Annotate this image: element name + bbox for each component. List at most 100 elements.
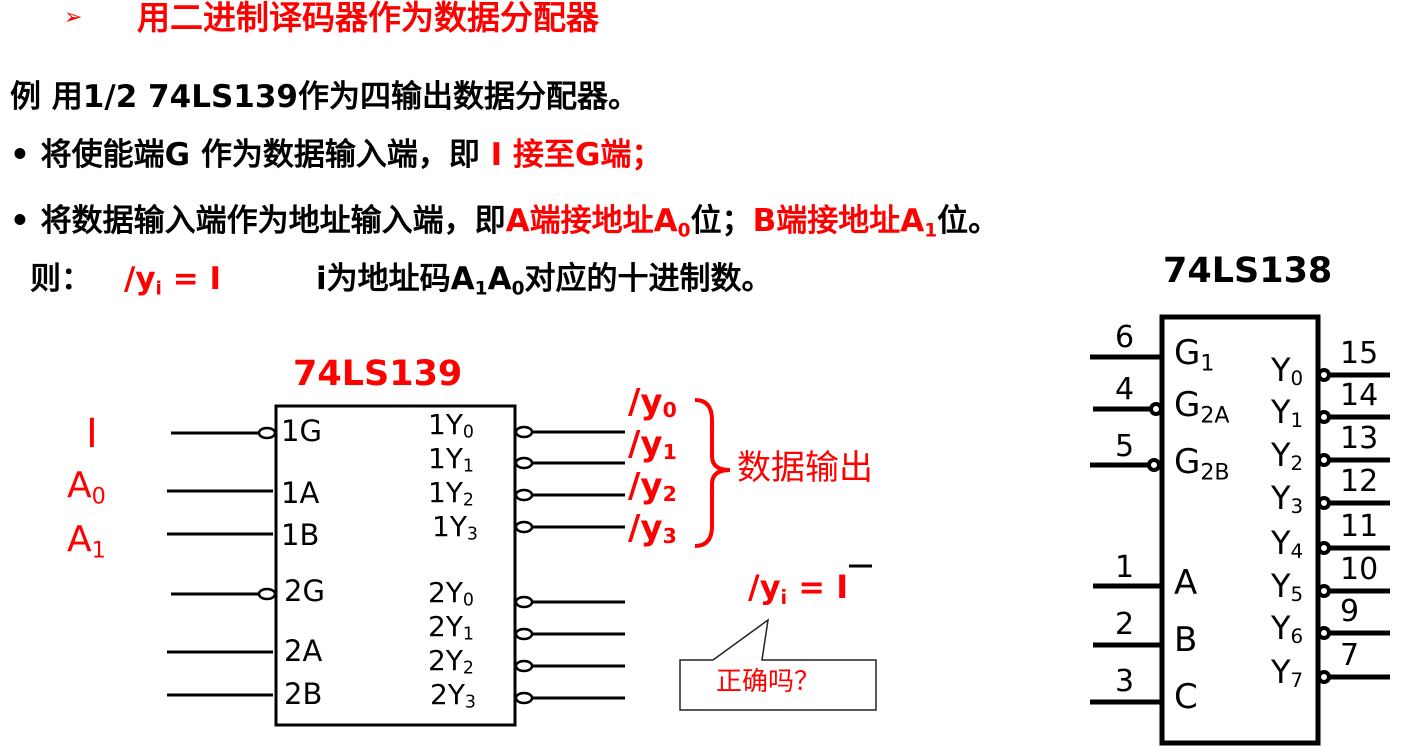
output-brace [694,398,731,548]
pin-label: 2G [284,574,325,608]
pin-number: 6 [1115,320,1135,355]
pin-label: 2Y1 [428,610,474,645]
example-line: 例 用1/2 74LS139作为四输出数据分配器。 [10,80,639,114]
example-prefix: 例 用 [10,79,83,115]
bullet-2-highlight-b: B端接地址A1 [752,203,938,242]
pin-label: G2A [1174,385,1230,429]
title-bullet-icon: ➢ [64,5,83,30]
chip-74ls138-body [1159,314,1321,746]
pin-label: 2Y2 [428,644,474,679]
slide-title: 用二进制译码器作为数据分配器 [137,0,599,37]
chip-74ls138-left-wires [1090,354,1163,705]
pin-label: G2B [1174,442,1230,486]
pin-label: 1B [281,518,320,552]
pin-label: Y5 [1271,567,1304,606]
pin-label: 2A [284,634,323,668]
inversion-bubble [1317,541,1331,555]
bullet-2-mid: 位； [690,203,753,239]
pin-number: 3 [1115,664,1135,699]
bullet-2-highlight-a: A端接地址A0 [505,203,691,242]
pin-label: Y4 [1271,524,1304,563]
example-chip: 1/2 74LS139 [82,79,298,115]
pin-label: 1A [281,476,320,510]
rule-formula: /yi = I [124,261,221,300]
pin-number: 13 [1340,421,1379,456]
inversion-bubble [514,627,534,641]
pin-label: Y7 [1271,653,1304,692]
chip-74ls138-title: 74LS138 [1163,251,1333,291]
callout-text: 正确吗？ [716,667,821,697]
pin-label: A [1174,563,1198,603]
output-label-y2: /y2 [628,466,677,507]
inversion-bubble [1317,496,1331,510]
inversion-bubble [1317,368,1331,382]
pin-label: Y6 [1271,609,1304,648]
inversion-bubble [514,659,534,673]
callout-box [679,618,877,711]
input-i-label: I [86,411,98,457]
pin-label: 1Y3 [432,510,478,545]
inversion-bubble [1317,670,1331,684]
inversion-bubble [1317,584,1331,598]
pin-label: Y0 [1271,351,1304,390]
pin-number: 2 [1115,607,1135,642]
inversion-bubble [514,488,534,502]
inversion-bubble [514,425,534,439]
output-label-y0: /y0 [628,382,677,423]
pin-number: 11 [1340,509,1379,544]
pin-number: 1 [1115,550,1135,585]
pin-number: 9 [1340,594,1360,629]
inversion-bubble [514,691,534,705]
data-output-label: 数据输出 [737,448,873,488]
chip-74ls139-title: 74LS139 [293,354,463,394]
pin-number: 15 [1340,336,1379,371]
pin-label: 1G [281,414,322,448]
output-label-y1: /y1 [628,424,677,465]
pin-label: 2B [284,677,323,711]
input-a1-label: A1 [67,519,106,564]
pin-number: 14 [1340,378,1379,413]
pin-label: Y3 [1271,479,1304,518]
callout-formula: /yi = I [748,568,849,609]
pin-label: G1 [1174,333,1215,377]
pin-label: 1Y1 [428,442,474,477]
pin-number: 5 [1115,429,1135,464]
pin-label: 2Y3 [430,678,476,713]
bullet-2: • 将数据输入端作为地址输入端，即A端接地址A0位；B端接地址A1位。 [10,203,1000,242]
bullet-2-end: 位。 [937,203,1000,239]
pin-number: 10 [1340,552,1379,587]
example-suffix: 作为四输出数据分配器。 [297,79,639,115]
chip-74ls139-body [274,404,517,727]
pin-label: B [1174,620,1198,660]
bullet-dot: • [10,137,30,173]
inversion-bubble [514,520,534,534]
input-a0-label: A0 [67,465,106,510]
rule-explanation: i为地址码A1A0对应的十进制数。 [316,261,773,300]
output-label-y3: /y3 [628,508,677,549]
bullet-dot: • [10,203,30,239]
chip-74ls139-output-wires [514,425,625,705]
inversion-bubble [1317,453,1331,467]
bullet-1-text: 将使能端G 作为数据输入端，即 [40,137,491,173]
pin-label: 2Y0 [428,576,474,611]
pin-number: 12 [1340,464,1379,499]
pin-label: Y2 [1271,436,1304,475]
chip-74ls139-input-wires [167,426,277,697]
pin-label: 1Y0 [428,408,474,443]
pin-number: 4 [1115,372,1135,407]
pin-label: 1Y2 [428,476,474,511]
pin-label: Y1 [1271,393,1304,432]
pin-number: 7 [1340,638,1360,673]
inversion-bubble [514,456,534,470]
bullet-1: • 将使能端G 作为数据输入端，即 I 接至G端； [10,138,662,172]
chip-74ls138-right-wires [1317,368,1390,684]
inversion-bubble [514,595,534,609]
bullet-2-text: 将数据输入端作为地址输入端，即 [40,203,506,239]
inversion-bubble [1317,626,1331,640]
pin-label: C [1174,677,1198,717]
bullet-1-highlight: I 接至G端； [490,137,663,173]
rule-prefix: 则： [30,261,92,297]
inversion-bubble [1317,410,1331,424]
